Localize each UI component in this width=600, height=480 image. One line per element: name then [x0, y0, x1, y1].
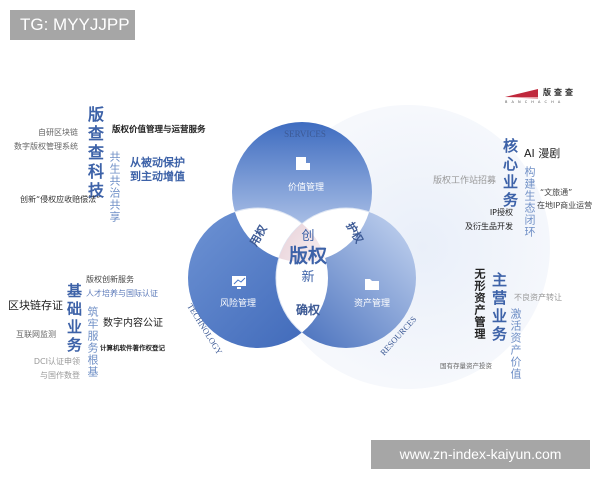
motto-activate-value: 激活资产价值	[509, 308, 522, 380]
side-intangible-assets: 无形资产管理	[473, 268, 486, 340]
ring-label-services: SERVICES	[284, 129, 326, 139]
motto-coexist: 共生共治共享	[108, 151, 121, 223]
item-software-copyright: 计算机软件著作权登记	[100, 344, 165, 352]
center-region	[276, 208, 328, 262]
logo-sub: B A N C H A C H A	[505, 100, 562, 104]
monitor-chart-icon	[232, 276, 246, 289]
center-main: 版权	[289, 244, 327, 267]
item-ip-license: IP授权	[489, 208, 513, 217]
item-dcms: 数字版权管理系统	[14, 142, 78, 151]
service-text: 版权价值管理与运营服务	[112, 125, 206, 135]
item-innovation-service: 版权创新服务	[86, 275, 134, 284]
center-top: 创	[301, 229, 314, 244]
heading-company: 版查查科技	[85, 106, 104, 201]
folder-icon	[365, 279, 379, 290]
item-derivatives: 及衍生品开发	[465, 222, 513, 231]
slogan-line-2: 到主动增值	[130, 170, 185, 183]
slogan-line-1: 从被动保护	[130, 156, 185, 169]
innovation-text: 创新“侵权应收赔偿法”	[20, 195, 101, 204]
motto-foundation: 筑牢服务根基	[86, 306, 99, 378]
logo: 版查查 B A N C H A C H A	[505, 86, 590, 106]
item-registration: 与国作数登	[40, 371, 80, 380]
item-blockchain-evidence: 区块链存证	[8, 299, 63, 312]
heading-main-business: 主营业务	[490, 272, 508, 344]
intersection-confirm-rights: 确权	[296, 302, 321, 317]
watermark-bottom-right: www.zn-index-kaiyun.com	[371, 440, 590, 469]
item-local-ip: 在地IP商业运营	[537, 201, 593, 210]
item-dci: DCI认证申领	[33, 357, 80, 366]
motto-ecosystem: 构建生态闭环	[523, 166, 536, 238]
circle-label-risk-management: 风险管理	[220, 297, 256, 309]
heading-basic-business: 基础业务	[65, 283, 83, 355]
item-state-assets: 国有存量资产投资	[440, 362, 492, 370]
logo-name: 版查查	[543, 88, 576, 97]
item-blockchain: 自研区块链	[38, 128, 78, 137]
item-bad-assets: 不良资产转让	[514, 293, 562, 302]
item-monitoring: 互联网监测	[16, 330, 56, 339]
item-notary: 数字内容公证	[103, 318, 163, 329]
item-ai-drama: AI 漫剧	[524, 147, 561, 160]
heading-core-business: 核心业务	[501, 138, 519, 210]
building-icon	[296, 157, 310, 170]
watermark-top-left: TG: MYYJJPP	[10, 10, 135, 40]
item-talent: 人才培养与国际认证	[86, 289, 158, 298]
circle-label-value-management: 价值管理	[288, 181, 324, 193]
item-cultural-tourism: “文旅通”	[540, 188, 573, 197]
item-workstation: 版权工作站招募	[433, 176, 497, 186]
circle-label-asset-management: 资产管理	[354, 297, 390, 309]
logo-triangle-icon	[505, 89, 538, 99]
center-bottom: 新	[301, 269, 314, 285]
